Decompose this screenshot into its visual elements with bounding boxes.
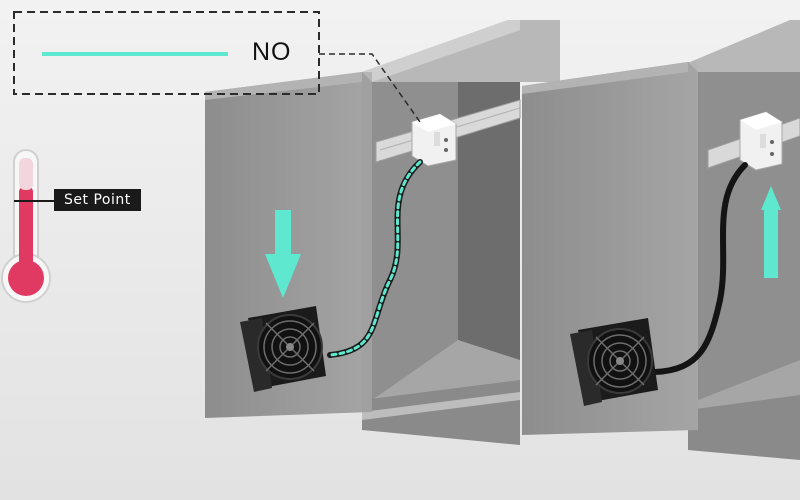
left-power-cable — [327, 159, 423, 358]
legend-box — [13, 11, 421, 123]
airflow-up-arrow-icon — [761, 186, 781, 278]
thermometer-icon — [1, 149, 56, 303]
legend-leader-line — [319, 53, 421, 123]
left-fan — [240, 306, 326, 392]
thermostat-device — [411, 113, 457, 167]
legend-state-text: NO — [252, 38, 292, 66]
airflow-down-arrow-icon — [265, 210, 301, 298]
right-fan — [570, 318, 658, 406]
right-power-cable — [652, 162, 748, 375]
set-point-label: Set Point — [54, 189, 141, 211]
right-cabinet — [522, 20, 800, 460]
thermostat-device — [739, 111, 783, 171]
